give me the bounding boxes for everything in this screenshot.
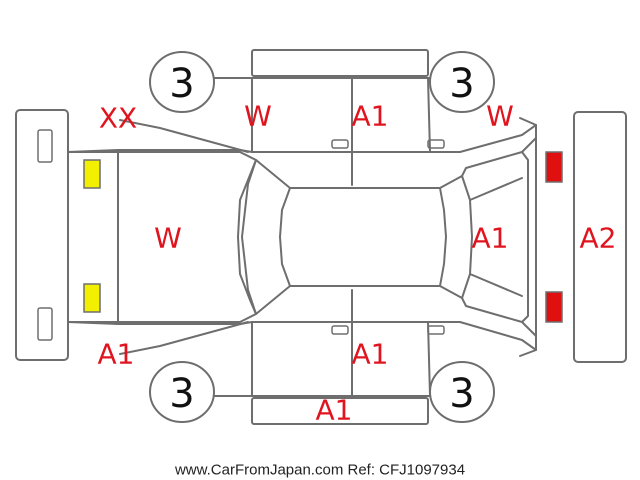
front-bumper — [573, 111, 627, 363]
footer-reference: www.CarFromJapan.com Ref: CFJ1097934 — [174, 462, 465, 479]
front-lamp-bottom — [545, 291, 563, 323]
mark-rear-bumper-corner: A1 — [98, 338, 135, 371]
rear-lamp-top — [83, 159, 101, 189]
rear-bumper — [15, 109, 69, 361]
mark-front-right-fender: W — [486, 100, 514, 133]
wheel-front-right: 3 — [429, 361, 495, 423]
mark-front-door-bottom: A1 — [352, 338, 389, 371]
wheel-rear-left: 3 — [149, 51, 215, 113]
car-body-top-view — [67, 137, 537, 337]
wheel-rear-right: 3 — [149, 361, 215, 423]
wheel-front-left: 3 — [429, 51, 495, 113]
front-lamp-top — [545, 151, 563, 183]
front-lamps — [545, 151, 563, 323]
wheel-rear-left-count: 3 — [169, 61, 194, 107]
mark-rear-door-top: A1 — [352, 100, 389, 133]
mark-rocker-bottom: A1 — [316, 394, 353, 427]
mark-rear-left-quarter: W — [244, 100, 272, 133]
wheel-rear-right-count: 3 — [169, 371, 194, 417]
mark-trunk-lid: W — [154, 222, 182, 255]
mark-rear-left-corner: XX — [99, 102, 137, 135]
mark-hood: A1 — [472, 222, 509, 255]
wheel-front-left-count: 3 — [449, 61, 474, 107]
wheel-front-right-count: 3 — [449, 371, 474, 417]
rear-lamp-bottom — [83, 283, 101, 313]
bottom-side-panels — [67, 289, 537, 425]
mark-front-bumper: A2 — [580, 222, 617, 255]
rear-lamps — [83, 159, 101, 313]
